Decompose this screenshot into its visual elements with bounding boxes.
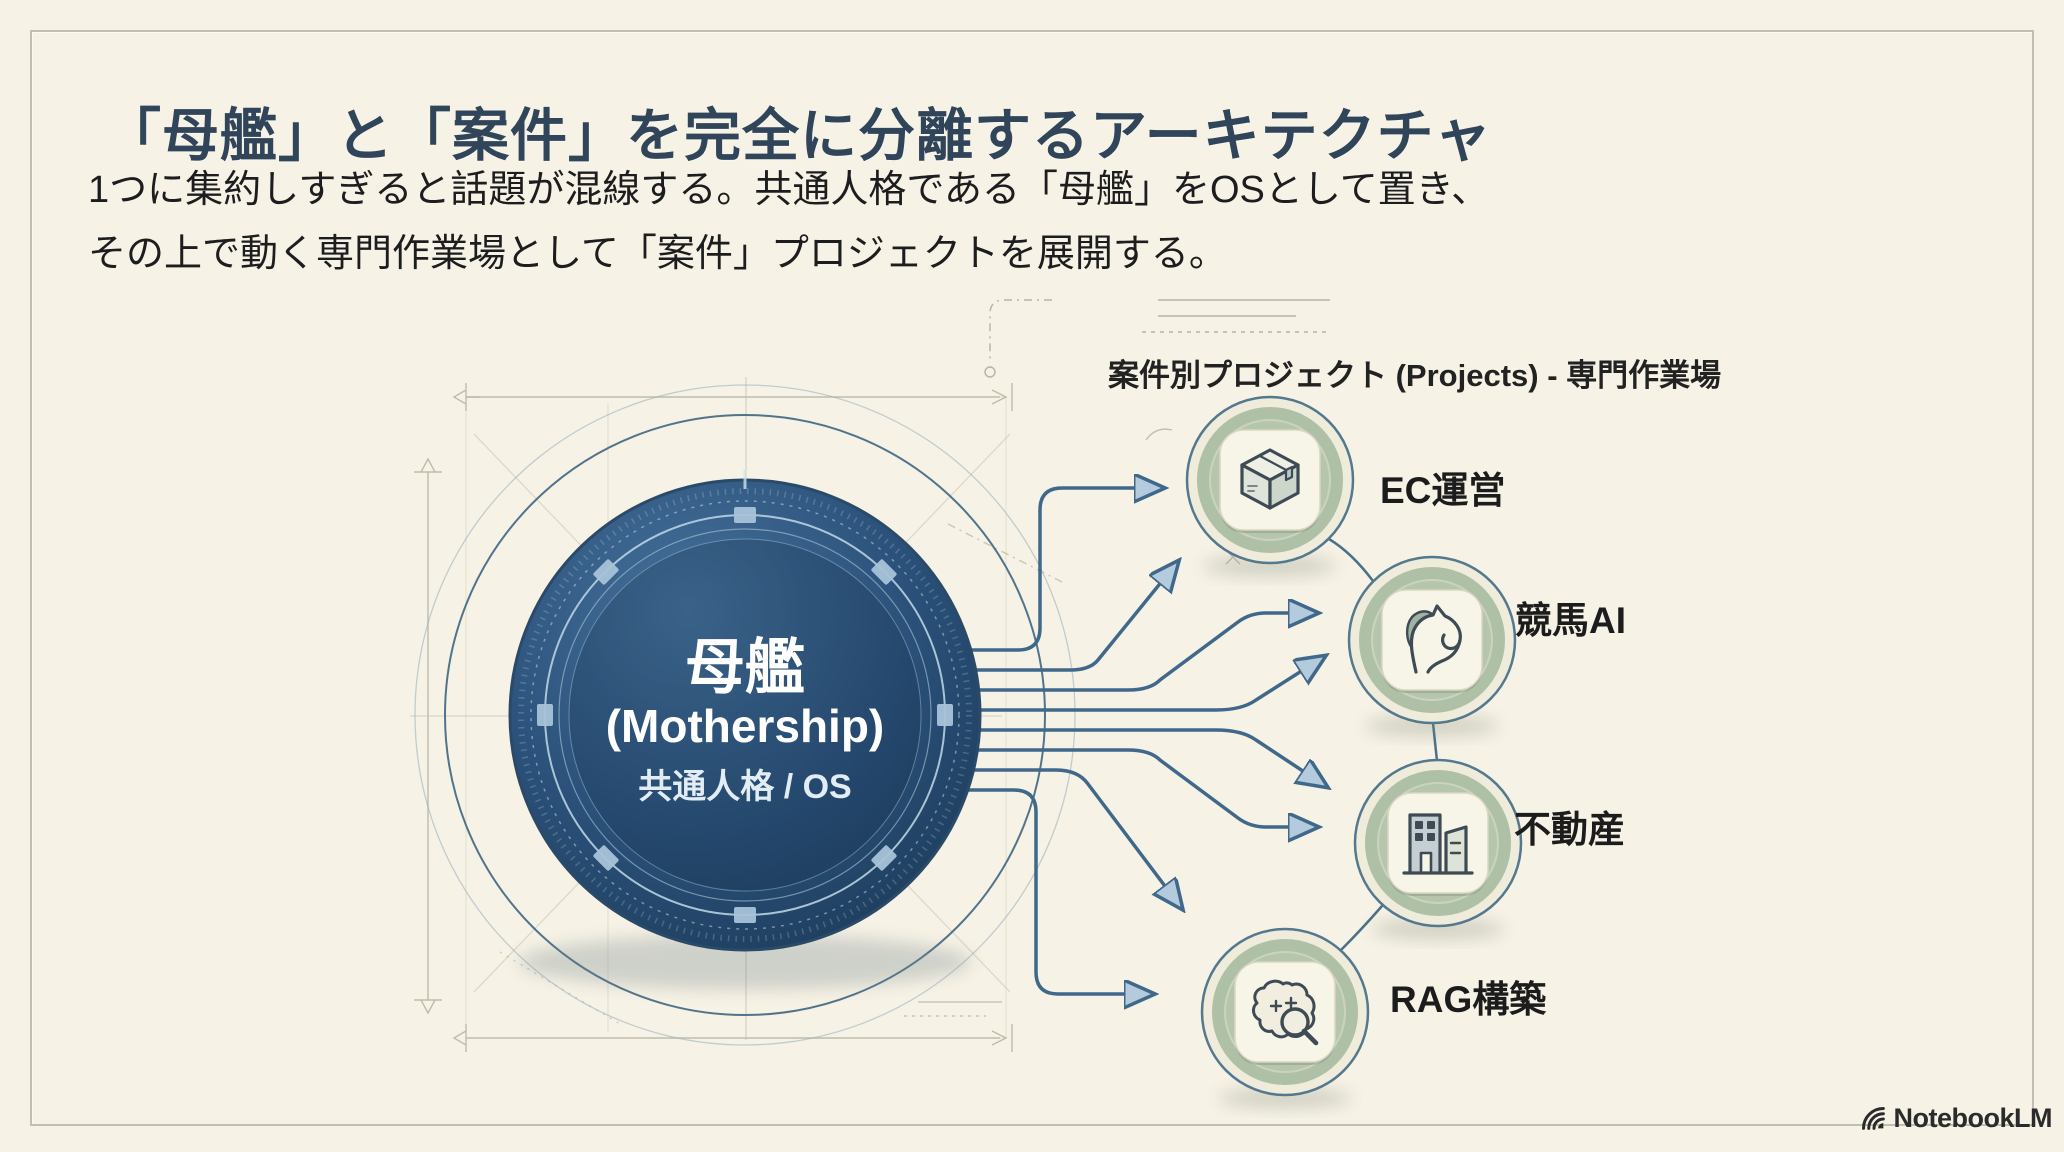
connector-to-keiba-2 xyxy=(948,658,1322,712)
project-node-fudosan xyxy=(1353,758,1523,939)
project-label-rag: RAG構築 xyxy=(1390,979,1547,1020)
project-label-keiba: 競馬AI xyxy=(1515,600,1626,641)
notebooklm-branding: NotebookLM xyxy=(1860,1103,2053,1134)
horse-head-icon xyxy=(1405,604,1462,674)
notebooklm-wave-icon xyxy=(1861,1106,1885,1130)
mothership-node: 母艦 (Mothership) 共通人格 / OS xyxy=(508,470,982,989)
mothership-title-ja: 母艦 xyxy=(685,634,805,701)
link-ec-keiba xyxy=(1327,537,1375,583)
project-node-rag xyxy=(1200,927,1370,1108)
mothership-title-en: (Mothership) xyxy=(606,700,885,752)
connector-to-fudosan-1 xyxy=(948,728,1324,785)
link-fudosan-rag xyxy=(1339,904,1384,952)
brain-search-icon xyxy=(1251,979,1319,1046)
project-label-fudosan: 不動産 xyxy=(1514,809,1625,850)
notebooklm-logo-text: NotebookLM xyxy=(1893,1103,2053,1133)
connector-to-fudosan-2 xyxy=(948,748,1314,827)
connector-to-ec-2 xyxy=(948,564,1176,672)
package-box-icon xyxy=(1240,448,1300,510)
page-title: 「母艦」と「案件」を完全に分離するアーキテクチャ xyxy=(104,104,1493,169)
project-node-keiba xyxy=(1347,555,1517,736)
building-icon xyxy=(1402,813,1474,875)
connector-to-ec-1 xyxy=(948,488,1160,652)
project-label-ec: EC運営 xyxy=(1380,470,1506,511)
connector-lines xyxy=(948,488,1324,994)
mothership-outer-rings xyxy=(414,384,1076,1046)
connector-to-keiba-1 xyxy=(948,613,1314,692)
project-node-ec xyxy=(1185,395,1355,576)
projects-header: 案件別プロジェクト (Projects) - 専門作業場 xyxy=(1108,358,1722,393)
subtitle-line-1: 1つに集約しすぎると話題が混線する。共通人格である「母艦」をOSとして置き、 xyxy=(88,169,1490,211)
mothership-shadow xyxy=(519,935,971,989)
mothership-subtitle: 共通人格 / OS xyxy=(638,768,851,806)
connector-to-rag-1 xyxy=(948,768,1180,906)
subtitle-line-2: その上で動く専門作業場として「案件」プロジェクトを展開する。 xyxy=(88,233,1227,275)
mothership-dial-icon xyxy=(518,470,972,942)
slide-subtitle: 1つに集約しすぎると話題が混線する。共通人格である「母艦」をOSとして置き、 そ… xyxy=(88,158,1688,286)
connector-to-rag-2 xyxy=(948,788,1150,994)
